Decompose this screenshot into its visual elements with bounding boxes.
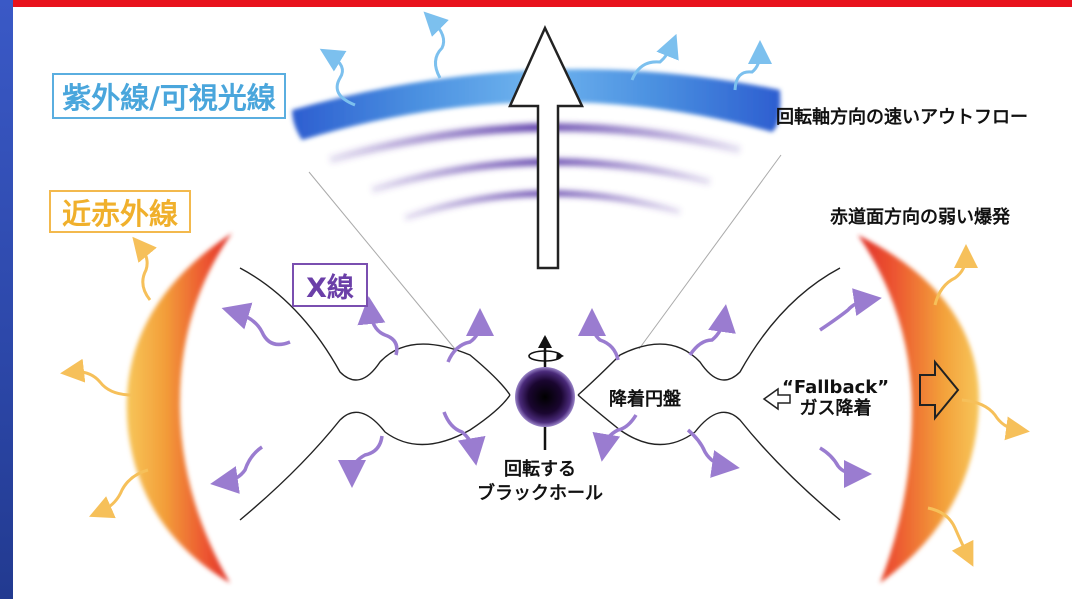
emission-arrow-icon bbox=[210, 445, 264, 494]
emission-arrow-icon bbox=[733, 40, 772, 91]
emission-arrow-icon bbox=[357, 296, 399, 356]
near-infrared-label: 近赤外線 bbox=[49, 190, 191, 233]
equatorial-explosion-label: 赤道面方向の弱い爆発 bbox=[830, 207, 1010, 228]
near-infrared-shell-left bbox=[126, 233, 232, 583]
xray-arrows bbox=[210, 288, 882, 494]
emission-arrow-icon bbox=[933, 244, 978, 306]
black-hole-icon bbox=[515, 367, 575, 427]
emission-arrow-icon bbox=[630, 33, 679, 81]
emission-arrow-icon bbox=[927, 506, 974, 567]
black-hole-label: 回転する ブラックホール bbox=[477, 458, 603, 506]
emission-arrow-icon bbox=[961, 398, 1030, 441]
emission-arrow-icon bbox=[132, 236, 157, 301]
top-accent-bar bbox=[0, 0, 1072, 7]
uv-visible-label: 紫外線/可視光線 bbox=[52, 73, 286, 119]
emission-arrow-icon bbox=[442, 411, 486, 466]
polar-outflow-label: 回転軸方向の速いアウトフロー bbox=[776, 107, 1028, 128]
equatorial-shell-right bbox=[858, 235, 979, 583]
black-hole-label-line1: 回転する bbox=[504, 459, 576, 480]
fallback-label-line2: ガス降着 bbox=[799, 398, 872, 419]
emission-arrow-icon bbox=[89, 468, 149, 519]
emission-arrow-icon bbox=[446, 308, 494, 363]
black-hole-label-line2: ブラックホール bbox=[477, 483, 603, 504]
emission-arrow-icon bbox=[338, 435, 384, 488]
fallback-arrow-icon bbox=[919, 359, 960, 421]
emission-arrow-icon bbox=[819, 446, 872, 488]
uv-shell bbox=[292, 69, 781, 140]
fallback-arrow-icon bbox=[762, 387, 791, 411]
emission-arrow-icon bbox=[688, 304, 736, 356]
fallback-label: “Fallback” ガス降着 bbox=[782, 377, 889, 419]
fallback-label-line1: “Fallback” bbox=[782, 377, 890, 398]
emission-arrow-icon bbox=[319, 48, 356, 107]
accretion-disk-label: 降着円盤 bbox=[609, 389, 681, 410]
emission-arrow-icon bbox=[423, 11, 449, 79]
emission-arrow-icon bbox=[819, 288, 882, 332]
wave-arc-1 bbox=[328, 123, 741, 164]
emission-arrow-icon bbox=[686, 428, 740, 478]
hollow-up-arrow-icon bbox=[508, 25, 584, 270]
emission-arrow-icon bbox=[592, 414, 638, 462]
emission-arrow-icon bbox=[578, 308, 620, 361]
emission-arrow-icon bbox=[60, 358, 133, 397]
cone-line-right bbox=[638, 154, 782, 350]
emission-arrow-icon bbox=[221, 302, 291, 347]
left-accent-bar bbox=[0, 0, 13, 599]
accretion-flow-outline bbox=[239, 267, 841, 521]
xray-label: X線 bbox=[292, 263, 368, 307]
cone-line-left bbox=[308, 171, 456, 350]
